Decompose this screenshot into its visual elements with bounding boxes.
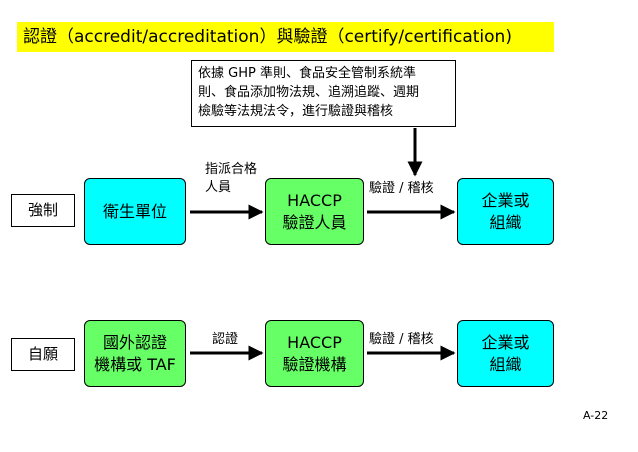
enterprise-box: 企業或 組織: [457, 320, 554, 387]
haccp-certification-body-box: HACCP 驗證機構: [265, 320, 364, 387]
box-line: HACCP: [287, 190, 342, 210]
note-line: 則、食品添加物法規、追溯追蹤、週期: [198, 85, 420, 100]
enterprise-box: 企業或 組織: [457, 178, 554, 245]
page-number: A-22: [583, 409, 609, 422]
box-line: 機構或 TAF: [94, 354, 176, 374]
box-line: HACCP: [287, 332, 342, 352]
mandatory-label: 強制: [11, 194, 75, 227]
page-title: 認證（accredit/accreditation）與驗證（certify/ce…: [17, 22, 554, 52]
haccp-auditor-box: HACCP 驗證人員: [265, 178, 364, 245]
box-line: 驗證機構: [282, 354, 347, 374]
box-line: 組織: [489, 354, 522, 374]
box-line: 衛生單位: [102, 201, 167, 221]
assign-label: 指派合格 人員: [205, 162, 258, 195]
box-line: 企業或: [481, 190, 530, 210]
accreditation-label: 認證: [212, 332, 239, 347]
verify-audit-label: 驗證 / 稽核: [369, 332, 434, 347]
box-line: 國外認證: [102, 332, 167, 352]
health-authority-box: 衛生單位: [84, 178, 186, 245]
regulation-note: 依據 GHP 準則、食品安全管制系統準 則、食品添加物法規、追溯追蹤、週期 檢驗…: [191, 60, 456, 127]
box-line: 組織: [489, 212, 522, 232]
box-line: 企業或: [481, 332, 530, 352]
note-line: 檢驗等法規法令，進行驗證與稽核: [198, 104, 394, 119]
note-line: 依據 GHP 準則、食品安全管制系統準: [198, 66, 416, 81]
box-line: 驗證人員: [282, 212, 347, 232]
foreign-accreditation-box: 國外認證 機構或 TAF: [84, 320, 186, 387]
verify-audit-label: 驗證 / 稽核: [369, 181, 434, 196]
voluntary-label: 自願: [11, 338, 75, 371]
